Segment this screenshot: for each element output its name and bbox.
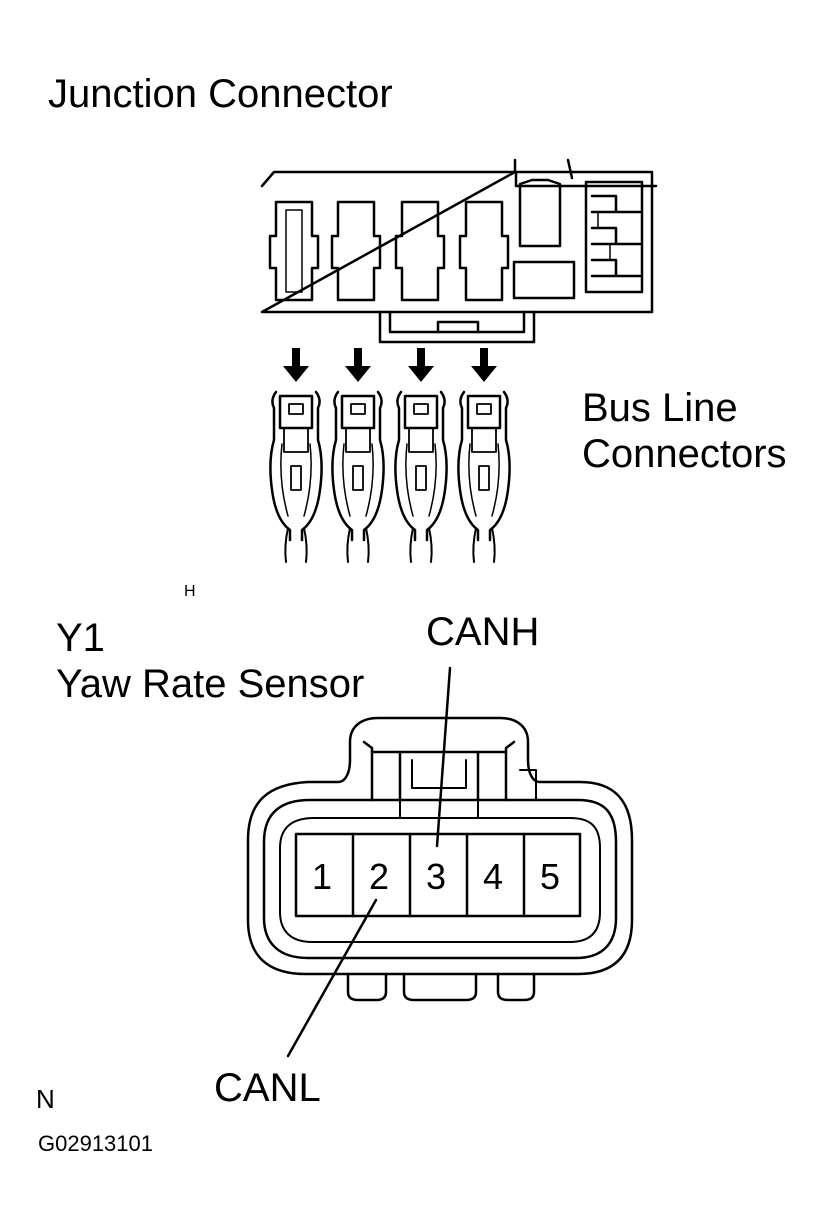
- figure-id: G02913101: [38, 1131, 153, 1156]
- canh-callout-label: CANH: [426, 610, 540, 654]
- bus-line-connectors: [269, 390, 511, 563]
- component-code: Y1: [56, 616, 105, 660]
- pin-number: 1: [312, 856, 333, 897]
- bus-line-connector: [457, 390, 511, 563]
- junction-side-features: [512, 178, 644, 300]
- junction-cavities: [268, 200, 510, 302]
- pin-number: 3: [426, 856, 447, 897]
- canl-callout-line: [286, 898, 378, 1058]
- canh-callout-line: [435, 666, 452, 848]
- pin-number: 5: [540, 856, 561, 897]
- bus-line-connector: [331, 390, 385, 563]
- junction-connector-title: Junction Connector: [48, 72, 393, 116]
- bus-line-label-line2: Connectors: [582, 432, 787, 476]
- junction-connector-housing: [260, 158, 658, 344]
- bus-line-label-line1: Bus Line: [582, 386, 738, 430]
- canl-callout-label: CANL: [214, 1066, 321, 1110]
- bus-line-connector: [394, 390, 448, 563]
- pin-number: 2: [369, 856, 390, 897]
- component-name: Yaw Rate Sensor: [56, 662, 365, 706]
- insert-arrows: [283, 348, 497, 382]
- n-mark: N: [36, 1084, 55, 1114]
- h-mark: H: [184, 583, 196, 600]
- bus-line-connector: [269, 390, 323, 563]
- pin-number: 4: [483, 856, 504, 897]
- yaw-rate-sensor-connector: [246, 716, 634, 1002]
